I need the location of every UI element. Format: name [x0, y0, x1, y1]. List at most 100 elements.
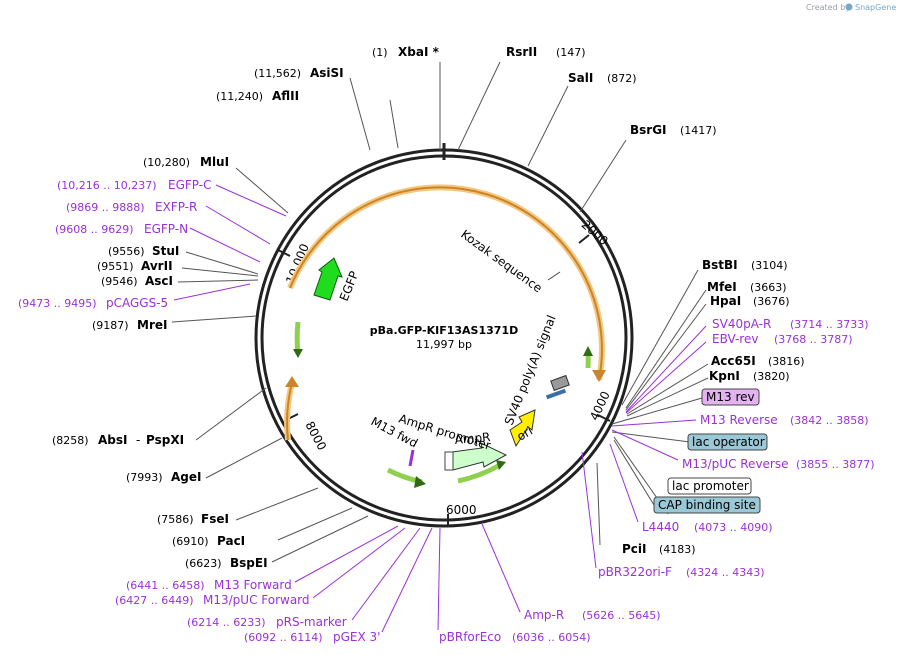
leader-egfp-c — [215, 184, 287, 217]
primer-exfp-r-range: (9869 .. 9888) — [66, 201, 145, 214]
tick-2000 — [578, 234, 590, 244]
leader-pcii — [596, 462, 601, 546]
leader-mrei — [171, 315, 257, 323]
orf-small-right-arrow-icon — [583, 346, 593, 356]
kozak-leader — [547, 271, 561, 281]
plasmid-size: 11,997 bp — [416, 338, 472, 351]
leader-cap — [613, 439, 655, 506]
leader-ebv-rev — [625, 341, 707, 414]
primer-pcaggs5-range: (9473 .. 9495) — [18, 297, 97, 310]
site-absi-pos: (8258) — [52, 434, 89, 447]
primer-labels-left: (6092 .. 6114) pGEX 3' (6214 .. 6233) pR… — [18, 178, 380, 644]
ori-label: ori — [515, 424, 536, 444]
primer-egfp-c-range: (10,216 .. 10,237) — [57, 179, 157, 192]
leader-absi — [195, 387, 267, 441]
snapgene-logo-icon — [845, 3, 853, 11]
kozak-label: Kozak sequence — [458, 227, 545, 295]
leader-pgex3 — [381, 527, 433, 633]
site-bsrgi-name: BsrGI — [630, 123, 667, 137]
primer-sv40pa-r-name: SV40pA-R — [712, 317, 771, 331]
primer-exfp-r-name: EXFP-R — [155, 200, 197, 214]
primer-m13-forward-name: M13 Forward — [214, 578, 292, 592]
leader-mfei — [625, 289, 707, 409]
m13rev-box — [701, 388, 760, 406]
primer-egfp-n-range: (9608 .. 9629) — [55, 223, 134, 236]
site-agei-name: AgeI — [171, 470, 201, 484]
site-pspxi-name: PspXI — [146, 433, 184, 447]
primer-ebv-rev-range: (3768 .. 3787) — [774, 333, 853, 346]
orf-left-arrow-icon — [285, 376, 299, 387]
site-kpni-pos: (3820) — [753, 370, 790, 383]
leader-bstbi — [621, 269, 699, 406]
primer-m13-forward-range: (6441 .. 6458) — [126, 579, 205, 592]
site-avrii-pos: (9551) — [97, 260, 134, 273]
primer-m13-reverse-range: (3842 .. 3858) — [790, 414, 869, 427]
tick-10000 — [277, 249, 291, 257]
tick-4000 — [597, 414, 611, 422]
leader-m13puc-reverse — [611, 429, 679, 461]
primer-prs-marker-name: pRS-marker — [276, 615, 347, 629]
primer-amp-r-name: Amp-R — [524, 608, 564, 622]
backbone — [254, 143, 634, 528]
primer-m13puc-reverse-range: (3855 .. 3877) — [796, 458, 875, 471]
tick-label-6000: 6000 — [446, 503, 477, 517]
ori-arrow — [509, 409, 536, 448]
site-stui-name: StuI — [152, 244, 179, 258]
site-avrii-name: AvrII — [141, 259, 173, 273]
primer-egfp-c-name: EGFP-C — [168, 178, 211, 192]
primer-pbrforeco-name: pBRforEco — [439, 630, 501, 644]
site-rsrii-name: RsrII — [506, 45, 537, 59]
credit-brand: SnapGene — [855, 3, 896, 12]
leader-bspei — [271, 515, 369, 563]
site-sali-name: SalI — [568, 71, 593, 85]
site-asisi-name: AsiSI — [310, 66, 344, 80]
site-absi-separator: - — [136, 433, 140, 447]
leader-sv40pa-r — [625, 325, 707, 413]
primer-labels-right: SV40pA-R (3714 .. 3733) EBV-rev (3768 ..… — [439, 317, 875, 644]
inner-features — [293, 257, 593, 488]
primer-m13puc-forward-range: (6427 .. 6449) — [115, 594, 194, 607]
primer-amp-r-range: (5626 .. 5645) — [582, 609, 661, 622]
lac-promoter-box — [667, 477, 752, 495]
leader-egfp-n — [189, 227, 261, 263]
m13rev-label: M13 rev — [706, 390, 755, 404]
sv40-block — [545, 374, 570, 400]
sv40-small-feature — [545, 388, 567, 400]
primer-pgex3-name: pGEX 3' — [333, 630, 380, 644]
primer-l4440-range: (4073 .. 4090) — [694, 521, 773, 534]
primer-pbr322ori-f-range: (4324 .. 4343) — [686, 566, 765, 579]
leader-exfp-r — [205, 205, 271, 245]
leader-aflii — [389, 99, 399, 149]
site-paci-name: PacI — [217, 534, 245, 548]
leader-hpai — [625, 303, 707, 411]
leader-m13-forward — [294, 525, 399, 583]
leader-pbr322ori-f — [581, 451, 597, 569]
orf-main-line — [289, 186, 603, 381]
site-hpai-name: HpaI — [710, 294, 741, 308]
leader-m13rev — [611, 397, 703, 425]
cap-binding-label: CAP binding site — [658, 498, 756, 512]
primer-m13puc-forward-name: M13/pUC Forward — [203, 593, 310, 607]
site-mfei-pos: (3663) — [750, 281, 787, 294]
boxed-labels: M13 rev lac operator lac promoter CAP bi… — [653, 388, 768, 514]
credit-prefix: Created by — [806, 3, 850, 12]
leader-mlui — [235, 167, 289, 214]
site-mrei-pos: (9187) — [92, 319, 129, 332]
site-labels-right: (1) XbaI * RsrII (147) SalI (872) BsrGI … — [372, 45, 805, 556]
site-mrei-name: MreI — [137, 318, 167, 332]
leader-sali — [527, 85, 569, 167]
leader-agei — [205, 437, 283, 479]
orf-main-outline — [287, 184, 605, 381]
site-acc65i-pos: (3816) — [768, 355, 805, 368]
site-hpai-pos: (3676) — [753, 295, 790, 308]
site-labels-left: (11,562) AsiSI (11,240) AflII (10,280) M… — [52, 66, 344, 570]
leader-avrii — [181, 267, 259, 277]
leader-fsei — [235, 487, 319, 521]
site-aflii-pos: (11,240) — [216, 90, 263, 103]
site-kpni-name: KpnI — [709, 369, 740, 383]
cap-binding-box — [653, 496, 761, 514]
ampr-label: AmpR — [454, 430, 491, 447]
site-mfei-name: MfeI — [707, 280, 737, 294]
site-bspei-pos: (6623) — [185, 557, 222, 570]
